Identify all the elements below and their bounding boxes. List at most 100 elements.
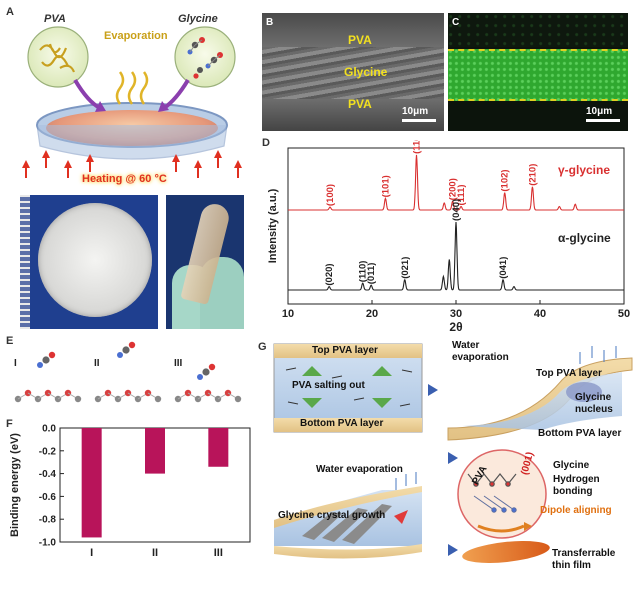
x-tick-label: 20 — [366, 308, 378, 320]
transferrable-label: Transferrable thin film — [552, 548, 616, 571]
dish-wall — [36, 124, 228, 160]
peak-label: (111) — [456, 184, 467, 205]
peak-label: (210) — [527, 164, 538, 186]
peak-label: (110) — [412, 140, 423, 154]
crystal-stripes — [302, 504, 392, 544]
pva-arrow — [73, 78, 101, 110]
top-layer-curved — [274, 486, 422, 528]
glycine-atom — [197, 374, 203, 380]
panel-b-sem: B PVA Glycine PVA 10μm — [262, 13, 444, 131]
peak-label: (021) — [400, 257, 411, 279]
pva-atom — [234, 395, 242, 403]
top-pva-right-label: Top PVA layer — [536, 368, 602, 379]
y-tick-label: -0.8 — [39, 515, 57, 526]
bottom-pva-layer — [274, 418, 422, 432]
scale-bar — [586, 119, 620, 122]
vapor-icon — [115, 71, 149, 105]
evaporation-schematic — [22, 26, 242, 178]
glycine-stack — [473, 495, 517, 513]
x-tick-label: 50 — [618, 308, 630, 320]
hydrogen-bonding-label: Hydrogen bonding — [553, 474, 600, 497]
film-photo — [20, 195, 158, 329]
evaporation-label: Evaporation — [104, 30, 168, 42]
vapor-arrows — [579, 346, 617, 364]
x-tick-label: II — [152, 547, 158, 559]
x-tick-label: 40 — [534, 308, 546, 320]
y-axis-title: Binding energy (eV) — [9, 433, 21, 537]
xrd-line-gamma — [288, 154, 624, 211]
panel-label-e: E — [6, 335, 14, 347]
pva-chains — [39, 43, 76, 73]
top-pva-label: Top PVA layer — [312, 345, 378, 356]
step-arrow — [428, 384, 438, 396]
glycine-molecules — [187, 37, 223, 79]
solution-box — [273, 343, 423, 433]
scale-bar — [402, 119, 436, 122]
water-evaporation-label-2: Water evaporation — [316, 464, 403, 475]
y-tick-label: 0.0 — [42, 424, 56, 435]
glycine-atom — [128, 341, 136, 349]
glycine-fluorescence — [448, 49, 628, 101]
glycine-atom — [208, 363, 216, 371]
y-tick-label: -0.4 — [39, 469, 57, 480]
panel-label-g: G — [258, 341, 267, 353]
panel-label-d: D — [262, 137, 270, 149]
panel-label-b: B — [266, 17, 274, 28]
glycine-atom — [202, 368, 210, 376]
glycine-atom — [48, 351, 56, 359]
pva-chain — [467, 473, 517, 487]
bar — [81, 428, 102, 538]
top-pva-layer — [274, 344, 422, 358]
growth-arrow — [394, 510, 408, 524]
peak-label: (041) — [498, 257, 509, 279]
panel-c-confocal: C 10μm — [448, 13, 628, 131]
glycine-atom — [122, 346, 130, 354]
glycine-bubble — [174, 26, 236, 88]
scale-bar-label: 10μm — [402, 106, 429, 117]
config-label: I — [14, 358, 17, 369]
glove-photo — [166, 195, 244, 329]
water-evaporation-label: Water evaporation — [452, 340, 509, 363]
step-arrow — [448, 544, 458, 556]
glycine-atom — [117, 352, 123, 358]
glycine-label: Glycine — [178, 13, 218, 25]
peak-label: (110) — [358, 261, 369, 283]
peak-label: (020) — [324, 263, 335, 285]
y-axis-title: Intensity (a.u.) — [267, 188, 279, 263]
bar — [208, 428, 229, 467]
glycine-molecules — [285, 367, 413, 407]
zoom-circle — [457, 449, 547, 539]
salting-out-label: PVA salting out — [292, 380, 365, 391]
heating-arrows — [22, 150, 242, 178]
config-label: III — [174, 358, 183, 369]
dipole-aligning-label: Dipole aligning — [540, 505, 612, 516]
nucleus-marker — [566, 382, 602, 402]
bottom-pva-label: Bottom PVA layer — [300, 418, 384, 429]
peak-label: (011) — [366, 263, 377, 285]
bar — [145, 428, 165, 474]
dipole-arrow — [477, 524, 525, 533]
transferrable-film — [462, 541, 550, 563]
panel-label-c: C — [452, 17, 460, 28]
glycine-atom — [37, 362, 43, 368]
x-tick-label: 30 — [450, 308, 462, 320]
glycine-label-g: Glycine — [553, 460, 590, 471]
peak-label: (102) — [500, 169, 511, 191]
y-tick-label: -1.0 — [39, 538, 57, 549]
x-axis-title: 2θ — [449, 320, 462, 334]
bottom-layer-curved — [274, 544, 422, 559]
sem-layer-pva-top: PVA — [348, 33, 372, 47]
step-arrow — [448, 452, 458, 464]
vapor-arrows — [395, 472, 417, 490]
y-tick-label: -0.2 — [39, 446, 57, 457]
series-legend: α-glycine — [558, 231, 611, 245]
x-tick-label: III — [214, 547, 223, 559]
pva-label: PVA — [44, 13, 66, 25]
glycine-nucleus-label: Glycine nucleus — [575, 392, 613, 415]
peak-label: (100) — [325, 184, 336, 206]
scale-bar-label: 10μm — [586, 106, 613, 117]
series-legend: γ-glycine — [558, 163, 610, 177]
